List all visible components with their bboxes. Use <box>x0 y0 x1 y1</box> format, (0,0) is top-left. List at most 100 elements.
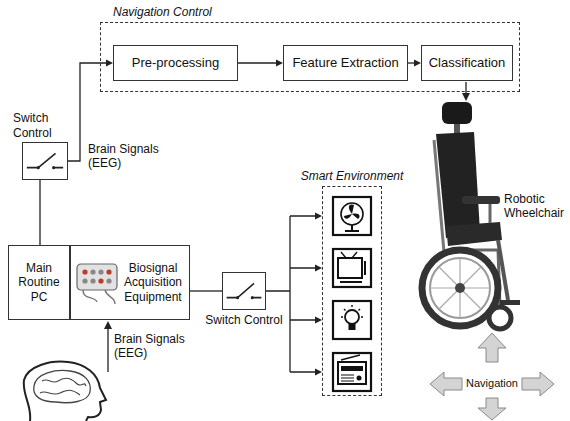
computer-box: Main Routine PC <box>8 245 70 320</box>
wheelchair-illustration-part <box>442 102 472 124</box>
wheelchair-illustration-part <box>454 124 460 134</box>
wheelchair-illustration-part <box>500 300 520 305</box>
electrode-dot <box>90 269 95 274</box>
radio-icon <box>333 353 371 391</box>
electrode-dot <box>82 269 87 274</box>
arrowhead <box>315 212 322 219</box>
switch-symbol <box>23 143 67 179</box>
connector-line <box>238 62 277 63</box>
wheelchair-illustration-part <box>489 204 492 223</box>
switch-symbol-contact <box>236 296 239 299</box>
device-body <box>77 264 117 290</box>
signal-arrow <box>104 321 112 372</box>
connector-line <box>39 180 40 245</box>
navigation-arrows <box>430 333 554 420</box>
group-heading: Switch Control <box>13 111 63 140</box>
navigation-arrows-part <box>430 372 462 396</box>
group-box: Smart Environment <box>322 186 382 396</box>
tv-icon-part <box>338 258 362 278</box>
fan-icon-part <box>345 225 359 231</box>
wheelchair-illustration-part <box>430 258 490 318</box>
switch-symbol-contact <box>251 296 254 299</box>
tv-icon <box>333 249 371 287</box>
tv-icon-part <box>340 281 362 283</box>
radio-icon-part <box>357 376 362 381</box>
wheelchair-illustration-part <box>455 283 465 293</box>
illustration-label: Robotic Wheelchair <box>504 192 566 221</box>
switch-symbol-line <box>27 153 63 167</box>
device-icon <box>75 258 119 306</box>
device-cable <box>83 290 115 304</box>
connector-line <box>190 290 222 291</box>
connector <box>266 212 322 375</box>
box-text: Main Routine PC <box>12 261 66 304</box>
signal-arrow-part <box>107 328 108 372</box>
head-illustration-part <box>34 371 91 403</box>
electrode-dot <box>106 278 111 283</box>
electrode-dot <box>98 269 103 274</box>
radio-icon-part <box>341 366 363 371</box>
bulb-icon <box>333 301 371 339</box>
tv-icon-part <box>364 261 366 275</box>
radio-icon-part <box>338 362 366 384</box>
head-illustration <box>24 362 106 421</box>
signal-label: Brain Signals (EEG) <box>114 332 194 361</box>
arrowhead <box>315 368 322 375</box>
radio-icon-part <box>341 355 360 360</box>
box-text: Feature Extraction <box>292 55 398 71</box>
wheelchair-illustration-part <box>446 222 502 246</box>
tv-icon-part <box>333 249 371 287</box>
radio-icon-part <box>333 353 371 391</box>
arrowhead <box>315 316 322 323</box>
connector <box>40 180 41 245</box>
tv-icon-part <box>341 252 357 258</box>
electrode-dot <box>98 278 103 283</box>
radio-icon-part <box>341 375 354 381</box>
arrowhead <box>276 59 283 66</box>
head-illustration-part <box>24 362 106 421</box>
group-box: Navigation ControlPre-processingFeature … <box>100 22 520 92</box>
wheelchair-illustration-part <box>462 196 500 204</box>
switch-symbol-contact <box>37 166 40 169</box>
equipment-box: Biosignal Acquisition Equipment <box>70 245 190 320</box>
arrowhead <box>414 59 421 66</box>
signal-label: Brain Signals (EEG) <box>88 142 168 171</box>
connector <box>408 59 421 66</box>
electrode-dot <box>106 269 111 274</box>
wheelchair-illustration-part <box>489 307 511 329</box>
fan-icon-part <box>344 204 360 219</box>
box-text: Pre-processing <box>132 55 219 71</box>
connector-line <box>408 62 415 63</box>
navigation-arrows-part <box>478 398 506 420</box>
group-heading: Smart Environment <box>301 169 404 183</box>
arrowhead <box>315 264 322 271</box>
process-box: Pre-processing <box>113 45 238 81</box>
wheelchair-illustration-part <box>436 132 480 238</box>
bulb-icon-part <box>341 305 363 317</box>
fan-icon <box>333 197 371 235</box>
switch-symbol <box>223 273 265 309</box>
wheelchair-illustration-part <box>430 258 490 318</box>
process-box: Feature Extraction <box>283 45 408 81</box>
bulb-icon-part <box>345 310 359 324</box>
switch-symbol-contact <box>52 166 55 169</box>
switch-box: Switch Control <box>22 142 68 180</box>
arrowhead <box>106 59 113 66</box>
fan-icon-part <box>333 197 371 235</box>
electrode-dot <box>90 278 95 283</box>
bulb-icon-part <box>349 324 356 330</box>
switch-box: Switch Control <box>222 272 266 310</box>
head-illustration-part <box>40 378 86 395</box>
box-text: Classification <box>429 55 506 71</box>
navigation-arrows-part <box>478 333 506 362</box>
process-box: Classification <box>421 45 513 81</box>
navigation-arrows-part <box>522 372 554 396</box>
wheelchair-illustration-part <box>422 250 498 326</box>
command-arrow-part <box>465 82 466 94</box>
signal-arrow-part <box>104 321 112 329</box>
navigation-label: Navigation <box>466 377 518 390</box>
group-heading: Switch Control <box>205 313 282 327</box>
command-arrow-part <box>462 93 470 101</box>
switch-symbol-line <box>227 283 262 297</box>
